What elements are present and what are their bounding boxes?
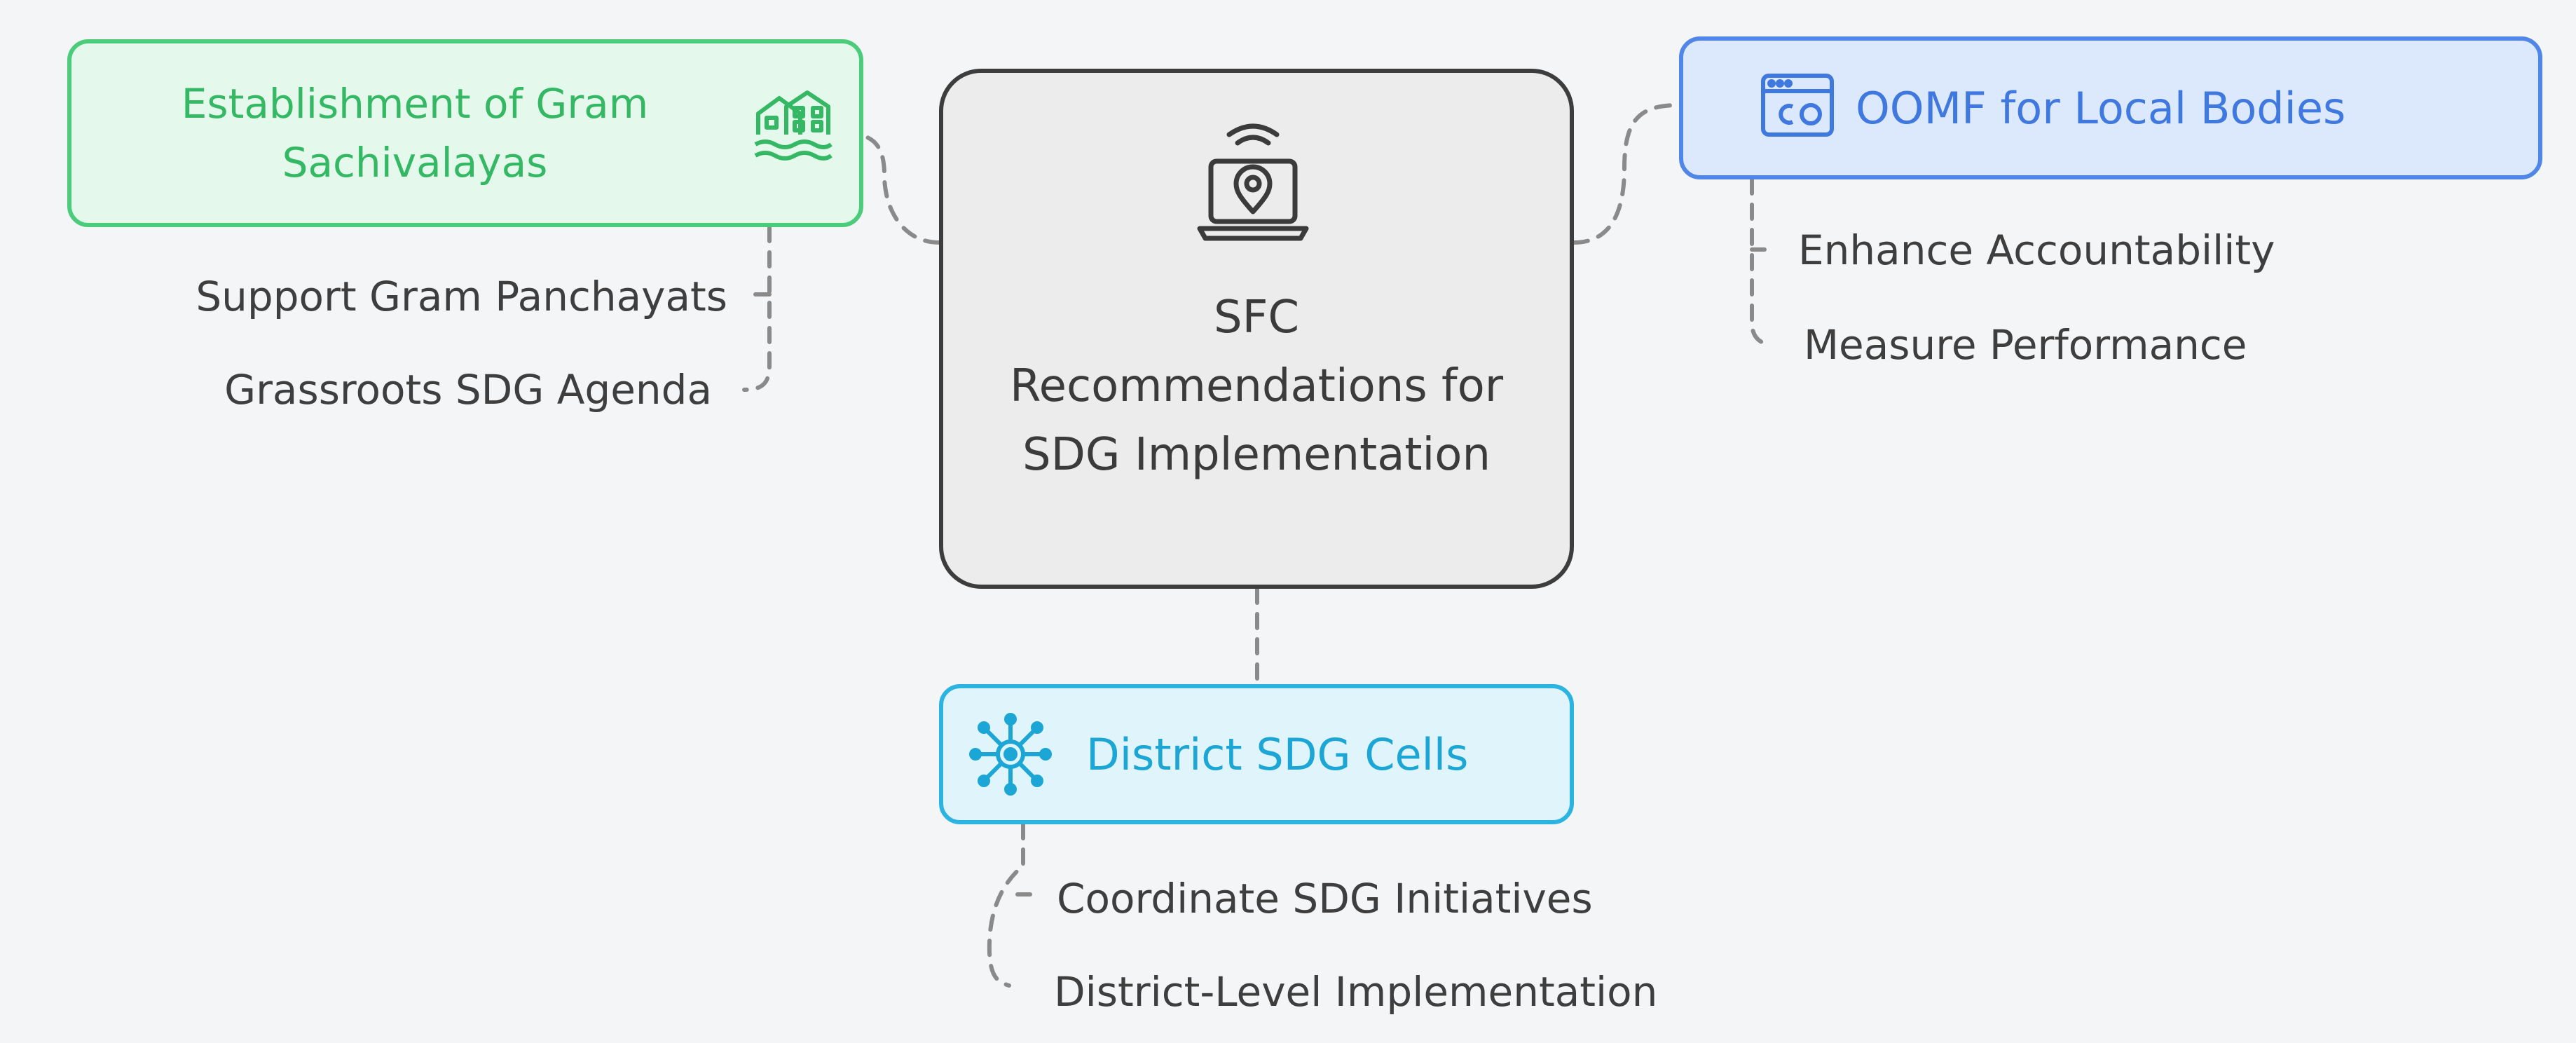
district-sdg-cells-title: District SDG Cells	[1086, 728, 1469, 780]
district-item-coordinate-sdg-initiatives: Coordinate SDG Initiatives	[1057, 875, 1593, 922]
village-buildings-icon	[754, 90, 833, 161]
connector-oomf-items	[1750, 177, 1774, 347]
network-hub-icon	[969, 713, 1052, 796]
laptop-location-icon	[1197, 123, 1309, 241]
oomf-title: OOMF for Local Bodies	[1856, 82, 2346, 134]
district-item-district-level-implementation: District-Level Implementation	[1054, 968, 1658, 1016]
central-node-title: SFC Recommendations for SDG Implementati…	[1009, 292, 1504, 481]
connector-center-to-oomf	[1572, 103, 1681, 245]
connector-gram-items	[742, 225, 772, 392]
gram-sachivalayas-title: Establishment of Gram Sachivalayas	[181, 80, 649, 186]
gram-item-support-gram-panchayats: Support Gram Panchayats	[196, 273, 727, 320]
oomf-item-measure-performance: Measure Performance	[1804, 321, 2247, 369]
oomf-node: OOMF for Local Bodies	[1679, 36, 2542, 179]
connector-district-items	[987, 822, 1025, 988]
gram-item-grassroots-sdg-agenda: Grassroots SDG Agenda	[224, 366, 712, 414]
oomf-item-enhance-accountability: Enhance Accountability	[1798, 226, 2275, 274]
gram-sachivalayas-node: Establishment of Gram Sachivalayas	[67, 39, 863, 227]
central-node: SFC Recommendations for SDG Implementati…	[939, 69, 1574, 589]
browser-window-icon	[1761, 74, 1834, 137]
